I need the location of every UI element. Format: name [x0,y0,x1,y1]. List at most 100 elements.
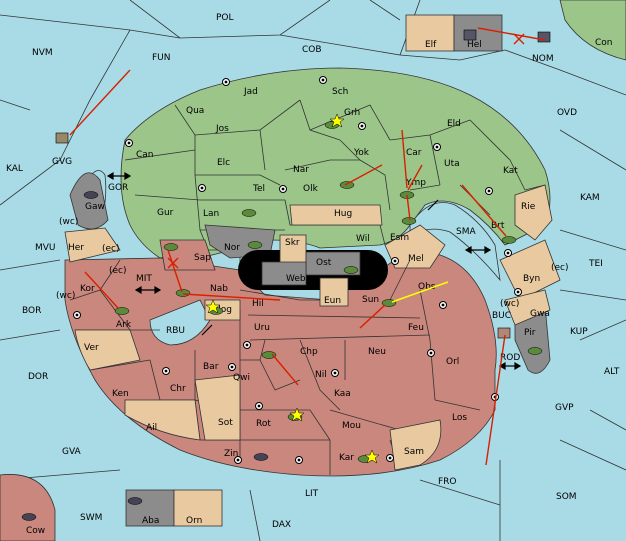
label-gaw: Gaw [85,202,105,212]
lake-rbu [149,299,211,346]
supply-center-icon [295,456,303,464]
label-sma: SMA [456,227,476,237]
label-sch: Sch [332,87,348,97]
star-icon [289,407,305,422]
region-orn[interactable] [173,489,223,527]
region-sam[interactable] [389,419,442,471]
region-cow[interactable] [0,474,56,541]
fleet-icon [21,513,37,521]
support-arrow [391,281,449,303]
label-chr: Chr [170,384,186,394]
supply-center-icon [358,122,366,130]
region-rie[interactable] [514,184,553,241]
region-gaw[interactable] [69,172,109,230]
diagonal-arrow-icon [201,324,213,336]
label-kat: Kat [503,166,518,176]
star-icon [329,113,345,128]
label-ovd: OVD [557,108,577,118]
label-uta: Uta [444,159,460,169]
region-web[interactable] [261,261,307,286]
label-ec2: (ec) [551,263,569,273]
move-arrow [344,164,383,186]
supply-center-icon [73,311,81,319]
region-sot[interactable] [194,374,241,441]
region-eun[interactable] [319,277,349,307]
label-sot: Sot [218,418,233,428]
region-hel[interactable] [453,14,503,52]
diagonal-arrow-icon [427,199,439,211]
label-rod: ROD [500,353,520,363]
label-eun: Eun [324,296,341,306]
fleet-icon [55,132,69,144]
label-ken: Ken [112,389,129,399]
label-alt: ALT [604,367,620,377]
label-her: Her [68,243,84,253]
supply-center-icon [162,367,170,375]
region-her[interactable] [64,227,121,263]
star-icon [205,299,221,314]
label-feu: Feu [408,323,424,333]
supply-center-icon [222,78,230,86]
supply-center-icon [279,185,287,193]
region-hug[interactable] [289,204,383,226]
label-mit: MIT [136,274,152,284]
label-ver: Ver [84,343,99,353]
fleet-icon [463,29,477,41]
move-arrow [461,184,507,237]
label-gwa: Gwa [530,309,550,319]
label-tel: Tel [252,184,265,194]
label-nab: Nab [210,284,228,294]
move-orders [69,27,546,466]
label-hug: Hug [334,209,352,219]
region-ver[interactable] [74,329,141,371]
army-icon [401,217,417,225]
region-skr[interactable] [279,234,307,264]
label-mel: Mel [408,254,424,264]
label-pir: Pir [524,328,536,338]
label-car: Car [406,148,422,158]
crossing-arrows [106,171,522,371]
army-icon [163,243,179,251]
label-grh: Grh [344,108,360,118]
move-arrow [359,304,386,329]
label-ec3: (ec) [109,266,127,276]
fleet-icon [83,191,99,199]
supply-center-icon [439,301,447,309]
region-elf[interactable] [405,14,455,52]
label-jos: Jos [215,124,229,134]
label-gur: Gur [157,208,174,218]
supply-center-icon [427,349,435,357]
army-icon [175,289,191,297]
region-aba[interactable] [125,489,175,527]
label-rie: Rie [521,202,536,212]
label-byn: Byn [523,274,540,284]
label-rbu: RBU [166,326,185,336]
supply-center-icon [243,341,251,349]
label-bar: Bar [203,362,219,372]
fleet-icon [497,327,511,339]
label-nom: NOM [532,54,554,64]
move-arrow [406,194,411,221]
label-ec1: (ec) [102,244,120,254]
label-chp: Chp [300,347,318,357]
label-con: Con [595,38,613,48]
region-ail[interactable] [124,399,201,441]
star-markers [205,113,380,464]
supply-center-icon [319,76,327,84]
label-fro: FRO [438,477,457,487]
region-gwa[interactable] [504,289,551,326]
label-cob: COB [302,45,322,55]
label-sap: Sap [194,253,211,263]
move-arrow [84,271,119,309]
region-byn[interactable] [499,239,561,301]
label-wil: Wil [356,234,370,244]
army-icon [241,209,257,217]
label-olk: Olk [303,184,319,194]
cut-x-icon [513,33,525,45]
label-elf: Elf [425,40,437,50]
move-arrow [401,129,408,189]
label-qwi: Qwi [233,373,250,383]
move-arrow [407,164,423,191]
supply-center-icon [485,187,493,195]
